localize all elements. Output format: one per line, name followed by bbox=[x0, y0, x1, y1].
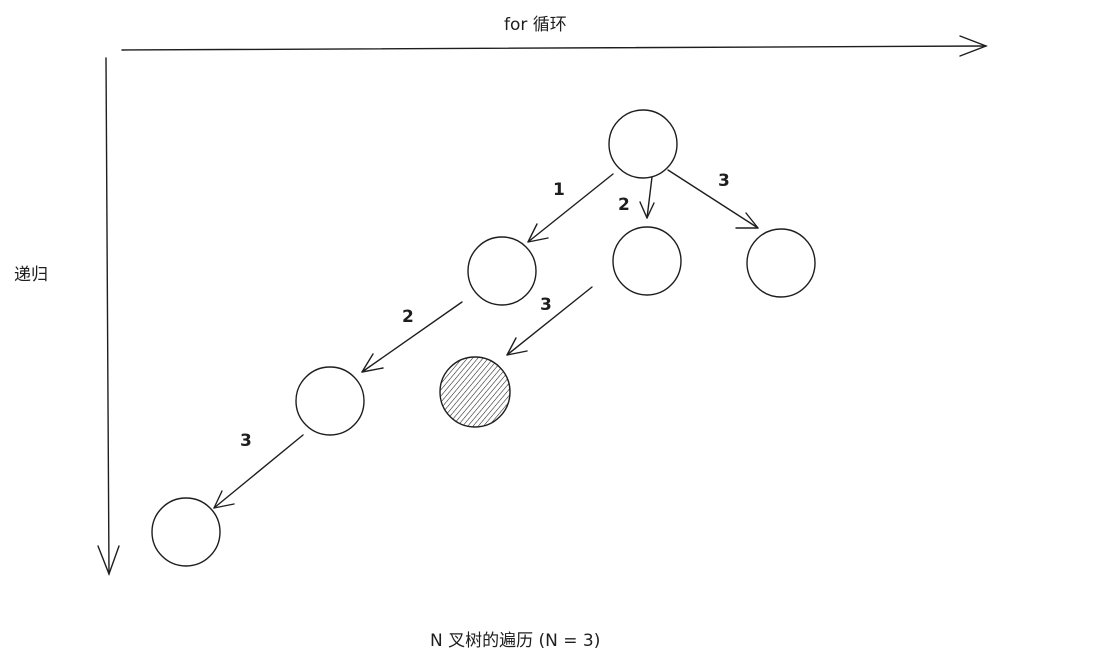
edge-root-to-c bbox=[667, 169, 759, 229]
node-e bbox=[151, 497, 221, 567]
node-d bbox=[295, 366, 365, 436]
edge-label-b-to-visited: 3 bbox=[540, 295, 552, 315]
for-loop-axis-arrow bbox=[121, 35, 988, 57]
edge-b-to-visited bbox=[506, 286, 593, 356]
for-loop-axis-label: for 循环 bbox=[504, 15, 567, 35]
node-c bbox=[746, 228, 816, 298]
edge-root-to-a bbox=[527, 173, 614, 243]
recursion-axis-arrow bbox=[97, 57, 120, 576]
visited-node bbox=[439, 356, 511, 428]
node-b bbox=[612, 226, 682, 296]
edge-label-root-to-c: 3 bbox=[718, 171, 730, 191]
edge-label-a-to-d: 2 bbox=[402, 307, 414, 327]
recursion-axis-label: 递归 bbox=[14, 265, 48, 285]
edge-label-root-to-b: 2 bbox=[618, 195, 630, 215]
edge-root-to-b bbox=[639, 176, 655, 219]
edge-a-to-d bbox=[361, 301, 463, 373]
edge-label-d-to-e: 3 bbox=[240, 431, 252, 451]
edge-d-to-e bbox=[213, 434, 304, 509]
root-node bbox=[608, 109, 678, 179]
node-a bbox=[467, 236, 537, 306]
diagram-caption: N 叉树的遍历 (N = 3) bbox=[430, 631, 601, 651]
edge-label-root-to-a: 1 bbox=[553, 180, 565, 200]
